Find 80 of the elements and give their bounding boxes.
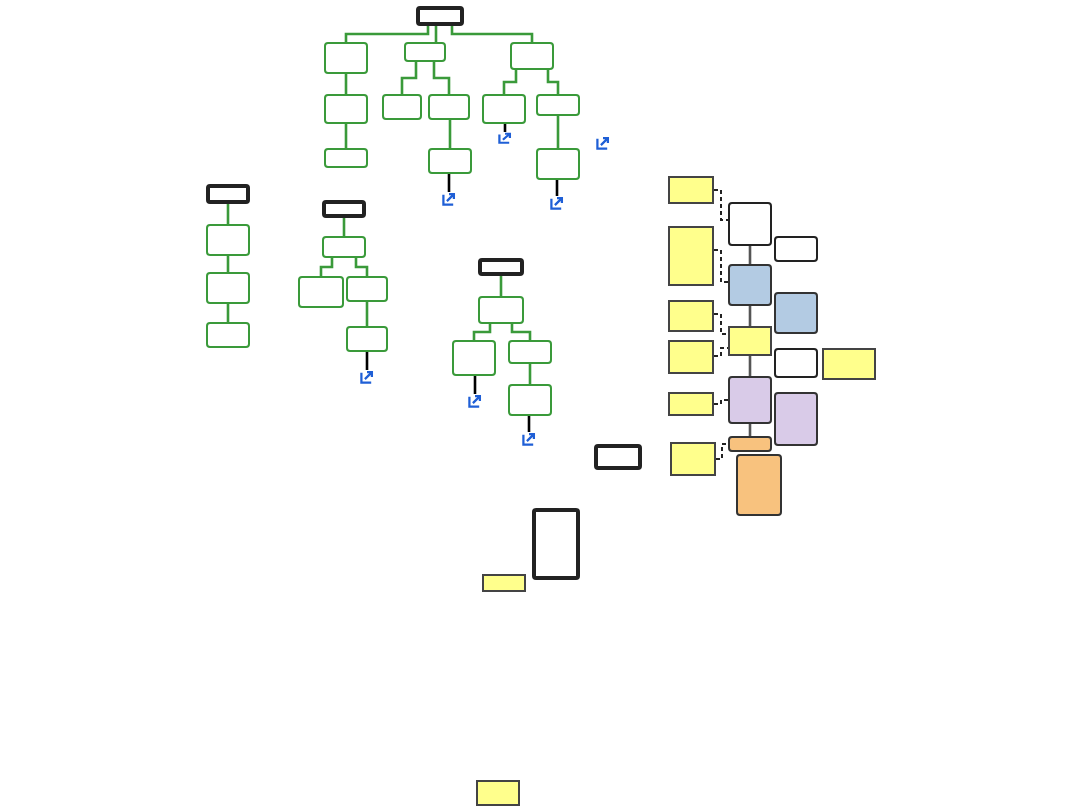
- topic-card: [298, 276, 344, 308]
- topic-card: [322, 236, 366, 258]
- sticky-note: [668, 392, 714, 416]
- topic-card: [482, 94, 526, 124]
- title-card: [322, 200, 366, 218]
- connector: [365, 302, 369, 326]
- dashed-connector: [713, 313, 729, 335]
- connector: [510, 324, 532, 340]
- side-card: [728, 202, 772, 246]
- step-card: [774, 292, 818, 334]
- topic-card: [508, 340, 552, 364]
- connector: [448, 120, 452, 148]
- connector: [344, 74, 348, 94]
- arrow-icon: [498, 132, 512, 144]
- topic-card: [206, 322, 250, 348]
- arrow-icon: [468, 394, 482, 408]
- connector: [472, 324, 492, 340]
- topic-card: [404, 42, 446, 62]
- step-card: [736, 454, 782, 516]
- step-card: [774, 392, 818, 446]
- step-card: [728, 436, 772, 452]
- connector: [432, 62, 451, 94]
- step-card: [728, 264, 772, 306]
- step-card: [728, 376, 772, 424]
- topic-card: [452, 340, 496, 376]
- sticky-note: [728, 326, 772, 356]
- topic-card: [346, 276, 388, 302]
- sticky-note: [482, 574, 526, 592]
- sticky-note: [668, 300, 714, 332]
- sticky-note: [668, 340, 714, 374]
- connector: [450, 26, 534, 42]
- topic-card: [206, 272, 250, 304]
- topic-card: [428, 94, 470, 120]
- connector: [400, 62, 418, 94]
- arrow-icon: [360, 370, 374, 384]
- title-card: [478, 258, 524, 276]
- connector: [748, 356, 752, 376]
- connector: [344, 26, 430, 42]
- title-card: [532, 508, 580, 580]
- topic-card: [510, 42, 554, 70]
- sticky-note: [476, 780, 520, 806]
- topic-card: [536, 94, 580, 116]
- title-card: [594, 444, 642, 470]
- connector: [499, 276, 503, 296]
- topic-card: [536, 148, 580, 180]
- sticky-note: [670, 442, 716, 476]
- sticky-note: [668, 226, 714, 286]
- dashed-connector: [715, 443, 729, 460]
- topic-card: [346, 326, 388, 352]
- title-card: [416, 6, 464, 26]
- dashed-connector: [713, 347, 729, 357]
- topic-card: [206, 224, 250, 256]
- sticky-note: [668, 176, 714, 204]
- side-card: [774, 236, 818, 262]
- connector: [226, 204, 230, 224]
- topic-card: [478, 296, 524, 324]
- side-card: [774, 348, 818, 378]
- connector: [528, 364, 532, 384]
- connector: [748, 306, 752, 326]
- dashed-connector: [713, 189, 729, 221]
- topic-card: [428, 148, 472, 174]
- arrow-icon: [550, 196, 564, 210]
- connector: [319, 258, 334, 276]
- connector: [344, 124, 348, 148]
- connector: [502, 70, 518, 94]
- topic-card: [508, 384, 552, 416]
- connector: [354, 258, 369, 276]
- arrow-icon: [522, 432, 536, 446]
- arrow-icon: [442, 192, 456, 206]
- topic-card: [382, 94, 422, 120]
- title-card: [206, 184, 250, 204]
- dashed-connector: [713, 399, 729, 405]
- arrow-icon: [596, 136, 610, 150]
- topic-card: [324, 42, 368, 74]
- topic-card: [324, 94, 368, 124]
- sticky-note: [822, 348, 876, 380]
- connector: [546, 70, 560, 94]
- connector: [556, 116, 560, 148]
- topic-card: [324, 148, 368, 168]
- dashed-connector: [713, 249, 729, 283]
